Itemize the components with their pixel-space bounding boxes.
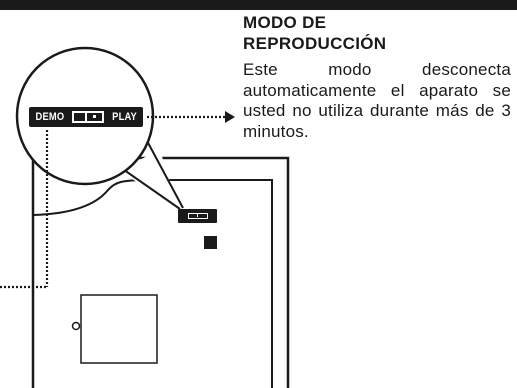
heading-line-2: REPRODUCCIÓN bbox=[243, 34, 387, 53]
callout-line-b bbox=[145, 138, 184, 209]
section-description: Este modo desconecta automaticamente el … bbox=[243, 60, 511, 141]
device-switch-slot bbox=[187, 213, 208, 219]
demo-play-switch-device bbox=[178, 209, 217, 223]
switch-slot bbox=[72, 111, 105, 123]
switch-knob-icon bbox=[85, 113, 103, 121]
device-button bbox=[204, 236, 217, 249]
header-bar bbox=[0, 0, 517, 10]
device-switch-knob-icon bbox=[196, 214, 207, 217]
arrow-head-icon bbox=[225, 111, 235, 123]
demo-play-switch-zoomed: DEMO PLAY bbox=[29, 107, 143, 127]
callout-line-a bbox=[116, 164, 181, 210]
switch-label-demo: DEMO bbox=[35, 111, 65, 123]
section-heading: MODO DE REPRODUCCIÓN bbox=[243, 12, 386, 54]
switch-label-play: PLAY bbox=[112, 111, 137, 123]
heading-line-1: MODO DE bbox=[243, 13, 327, 32]
battery-cover-screw bbox=[71, 321, 81, 331]
battery-cover bbox=[80, 294, 158, 364]
